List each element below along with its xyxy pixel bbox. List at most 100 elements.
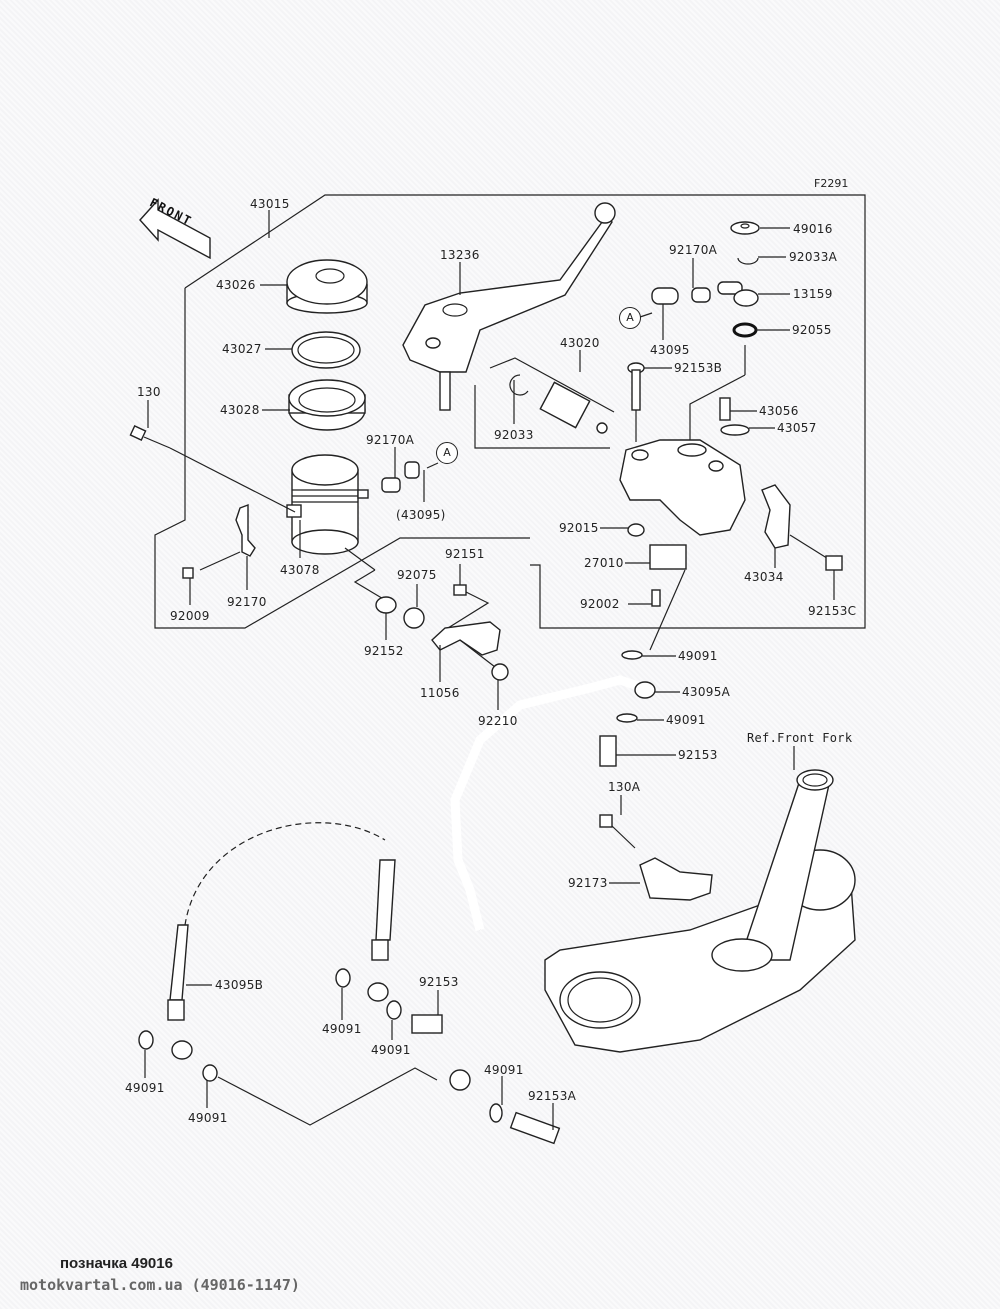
washer-49091-e-icon	[335, 968, 351, 988]
nut-92210-icon	[491, 663, 509, 681]
bolt-92153-b-icon	[411, 1014, 443, 1034]
bolt-92153A-icon	[509, 1111, 561, 1145]
front-arrow-icon	[139, 198, 211, 260]
part-label-92210[interactable]: 92210	[478, 714, 518, 728]
bolt-92153-a-icon	[599, 735, 617, 767]
part-label-43027[interactable]: 43027	[222, 342, 262, 356]
part-label-49016[interactable]: 49016	[793, 222, 833, 236]
guide-92173-icon	[639, 857, 713, 901]
part-label-92153-a[interactable]: 92153	[678, 748, 718, 762]
part-label-92153A[interactable]: 92153A	[528, 1089, 577, 1103]
connector-marker-a-right: A	[619, 307, 641, 329]
screw-92009-icon	[182, 567, 194, 579]
part-label-43020[interactable]: 43020	[560, 336, 600, 350]
part-label-43078[interactable]: 43078	[280, 563, 320, 577]
part-label-92055[interactable]: 92055	[792, 323, 832, 337]
part-label-92075[interactable]: 92075	[397, 568, 437, 582]
connector-marker-a-left: A	[436, 442, 458, 464]
bleeder-43056-icon	[719, 397, 731, 421]
washer-49091-a-icon	[621, 650, 643, 660]
washer-49091-g-icon	[489, 1103, 503, 1123]
banjo-end-icon	[449, 1069, 471, 1091]
diaphragm-ring	[291, 331, 361, 369]
part-label-92170[interactable]: 92170	[227, 595, 267, 609]
figure-code: F2291	[814, 177, 849, 190]
washer-49091-b-icon	[616, 713, 638, 723]
part-label-49091-d[interactable]: 49091	[188, 1111, 228, 1125]
clamp-43034-icon	[761, 484, 791, 549]
part-label-92015[interactable]: 92015	[559, 521, 599, 535]
part-label-49091-f[interactable]: 49091	[371, 1043, 411, 1057]
part-label-92033[interactable]: 92033	[494, 428, 534, 442]
part-label-49091-a[interactable]: 49091	[678, 649, 718, 663]
oring-92055-icon	[732, 322, 758, 338]
source-watermark: motokvartal.com.ua (49016-1147)	[20, 1276, 300, 1294]
reference-front-fork: Ref.Front Fork	[747, 731, 853, 745]
hose-43095A-icon	[450, 675, 656, 932]
part-label-92152[interactable]: 92152	[364, 644, 404, 658]
part-label-27010[interactable]: 27010	[584, 556, 624, 570]
part-label-92009[interactable]: 92009	[170, 609, 210, 623]
plate-11056-icon	[431, 621, 501, 656]
part-label-92153C[interactable]: 92153C	[808, 604, 857, 618]
bolt-130-icon	[129, 425, 296, 513]
fork-tube-icon	[711, 769, 834, 972]
part-caption: позначка 49016	[60, 1255, 173, 1272]
washer-49091-c-icon	[138, 1030, 154, 1050]
part-label-92153B[interactable]: 92153B	[674, 361, 723, 375]
part-label-130A[interactable]: 130A	[608, 780, 641, 794]
part-label-43034[interactable]: 43034	[744, 570, 784, 584]
part-label-92173[interactable]: 92173	[568, 876, 608, 890]
part-label-92151[interactable]: 92151	[445, 547, 485, 561]
bracket-icon	[235, 503, 256, 557]
part-label-13236[interactable]: 13236	[440, 248, 480, 262]
hose-left-icon	[404, 461, 420, 479]
part-label-43015[interactable]: 43015	[250, 197, 290, 211]
part-label-49091-e[interactable]: 49091	[322, 1022, 362, 1036]
washer-49091-d-icon	[202, 1064, 218, 1082]
part-label-43057[interactable]: 43057	[777, 421, 817, 435]
grommet-92075-icon	[403, 607, 425, 629]
circlip-92033A-icon	[737, 257, 759, 265]
part-label-43028[interactable]: 43028	[220, 403, 260, 417]
clamp-left-icon	[381, 477, 401, 493]
part-label-43056[interactable]: 43056	[759, 404, 799, 418]
leader-lines	[144, 210, 835, 1130]
part-label-92153-b[interactable]: 92153	[419, 975, 459, 989]
part-label-11056[interactable]: 11056	[420, 686, 460, 700]
nut-92015-icon	[627, 523, 645, 537]
clamp-right-icon	[691, 287, 711, 303]
part-label-43095A[interactable]: 43095A	[682, 685, 731, 699]
hose-43095-icon	[651, 287, 679, 305]
part-label-92002[interactable]: 92002	[580, 597, 620, 611]
brake-lever-icon	[402, 202, 616, 411]
part-label-49091-b[interactable]: 49091	[666, 713, 706, 727]
part-label-49091-c[interactable]: 49091	[125, 1081, 165, 1095]
hose-43095B-icon	[167, 859, 396, 1060]
circlip-92033-icon	[509, 374, 529, 396]
part-label-130[interactable]: 130	[137, 385, 161, 399]
diaphragm-icon	[288, 379, 366, 431]
hose-path-dashed	[184, 822, 386, 926]
bolt-92153C-icon	[825, 555, 843, 571]
part-label-43095-paren[interactable]: (43095)	[396, 508, 446, 522]
part-label-92170A-left[interactable]: 92170A	[366, 433, 415, 447]
part-label-92033A[interactable]: 92033A	[789, 250, 838, 264]
part-label-43095[interactable]: 43095	[650, 343, 690, 357]
washer-49091-f-icon	[386, 1000, 402, 1020]
cap-43057-icon	[720, 424, 750, 436]
assembly-frame	[184, 194, 866, 629]
part-label-43095B[interactable]: 43095B	[215, 978, 264, 992]
screw-92002-icon	[651, 589, 661, 607]
master-cylinder-body-icon	[619, 439, 746, 536]
washer-92152-icon	[375, 596, 397, 614]
part-label-92170A-right[interactable]: 92170A	[669, 243, 718, 257]
part-label-13159[interactable]: 13159	[793, 287, 833, 301]
bolt-92151-icon	[453, 584, 467, 596]
part-label-43026[interactable]: 43026	[216, 278, 256, 292]
reservoir-frame	[154, 288, 530, 629]
bolt-130A-icon	[599, 814, 613, 828]
part-label-49091-g[interactable]: 49091	[484, 1063, 524, 1077]
